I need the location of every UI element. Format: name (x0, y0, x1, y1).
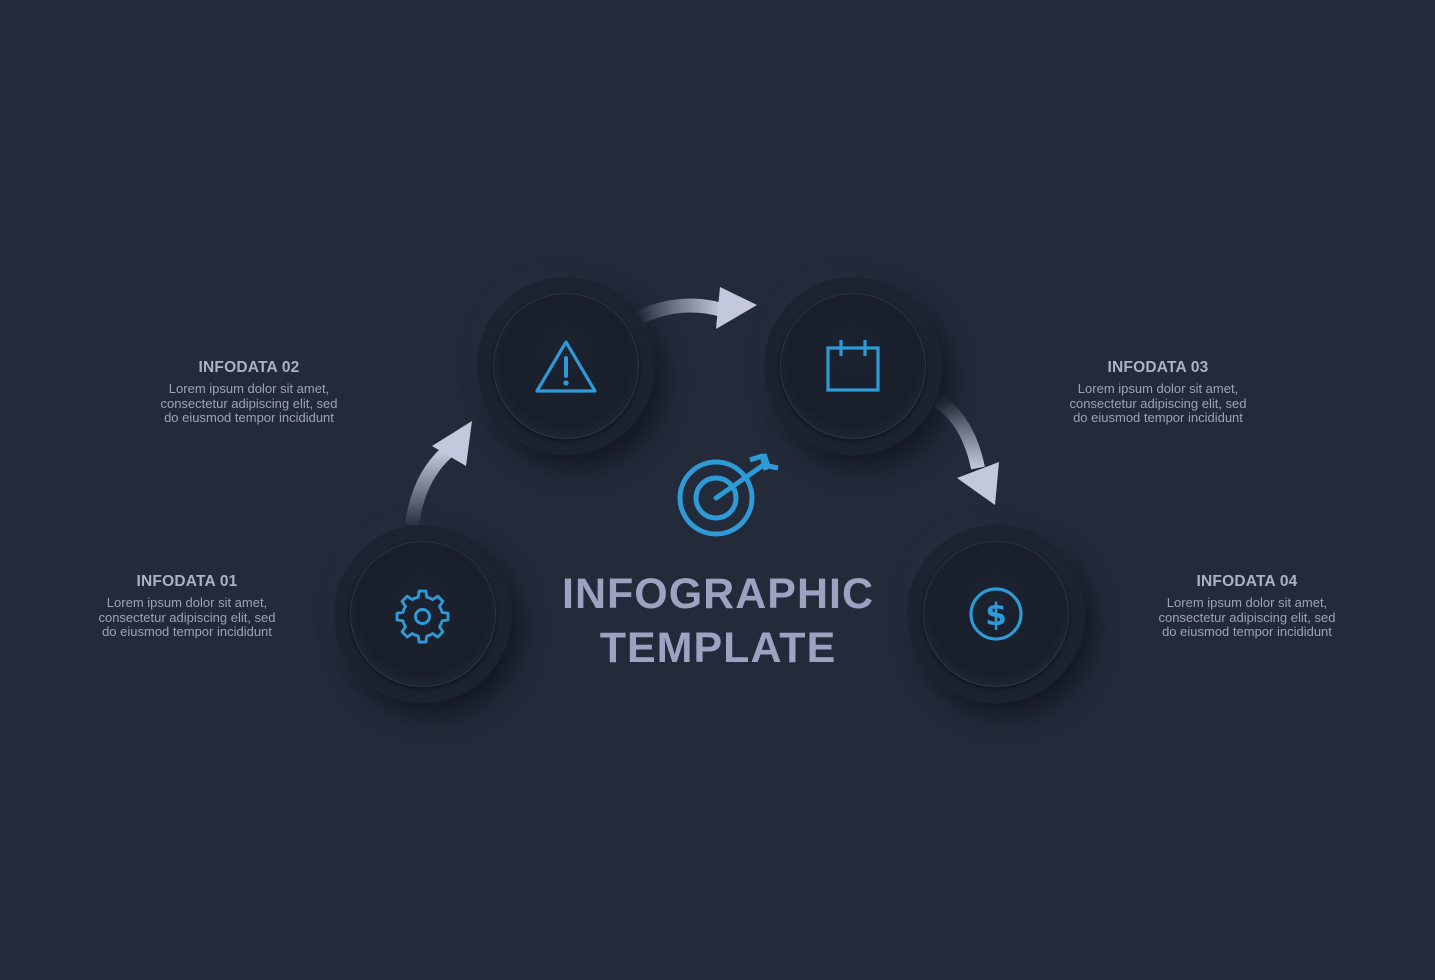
step-4-title: INFODATA 04 (1196, 573, 1298, 590)
step-3-description: Lorem ipsum dolor sit amet, consectetur … (1028, 381, 1288, 426)
arrow-3-to-4 (932, 394, 999, 505)
arrow-1-to-2 (405, 421, 472, 526)
step-3-text-line-2: consectetur adipiscing elit, sed (1069, 395, 1247, 411)
svg-text:$: $ (985, 597, 1007, 633)
step-2-description: Lorem ipsum dolor sit amet, consectetur … (119, 381, 379, 426)
step-4-label: INFODATA 04 Lorem ipsum dolor sit amet, … (1117, 573, 1377, 640)
step-4-description: Lorem ipsum dolor sit amet, consectetur … (1117, 595, 1377, 640)
step-2-text-line-3: do eiusmod tempor incididunt (164, 410, 334, 425)
step-4-node: $ (907, 525, 1085, 703)
step-2-node (477, 277, 655, 455)
step-2-text-line-1: Lorem ipsum dolor sit amet, (168, 381, 330, 396)
step-4-inner: $ (923, 541, 1069, 687)
step-1-node (334, 525, 512, 703)
step-1-title: INFODATA 01 (136, 573, 238, 590)
step-1-text-line-3: do eiusmod tempor incididunt (102, 624, 272, 639)
step-1-inner (350, 541, 496, 687)
step-1-text-line-2: consectetur adipiscing elit, sed (98, 609, 276, 625)
dollar-icon: $ (967, 585, 1025, 643)
title-line-2: TEMPLATE (599, 624, 837, 672)
step-4-text-line-2: consectetur adipiscing elit, sed (1158, 609, 1336, 625)
step-1-label: INFODATA 01 Lorem ipsum dolor sit amet, … (57, 573, 317, 640)
step-2-text-line-2: consectetur adipiscing elit, sed (160, 395, 338, 411)
step-3-inner (780, 293, 926, 439)
step-2-title: INFODATA 02 (198, 359, 300, 376)
calendar-icon (825, 338, 881, 394)
step-3-node (764, 277, 942, 455)
step-1-description: Lorem ipsum dolor sit amet, consectetur … (57, 595, 317, 640)
step-4-text-line-1: Lorem ipsum dolor sit amet, (1166, 595, 1328, 610)
step-2-inner (493, 293, 639, 439)
step-4-text-line-3: do eiusmod tempor incididunt (1162, 624, 1332, 639)
step-3-label: INFODATA 03 Lorem ipsum dolor sit amet, … (1028, 359, 1288, 426)
step-3-text-line-3: do eiusmod tempor incididunt (1073, 410, 1243, 425)
target-icon (668, 450, 780, 553)
step-1-text-line-1: Lorem ipsum dolor sit amet, (106, 595, 268, 610)
step-2-label: INFODATA 02 Lorem ipsum dolor sit amet, … (119, 359, 379, 426)
gear-icon (393, 584, 453, 644)
title-line-1: INFOGRAPHIC (562, 570, 874, 618)
step-3-text-line-1: Lorem ipsum dolor sit amet, (1077, 381, 1239, 396)
step-3-title: INFODATA 03 (1107, 359, 1209, 376)
arrow-2-to-3 (634, 287, 757, 329)
warning-icon (534, 338, 598, 394)
